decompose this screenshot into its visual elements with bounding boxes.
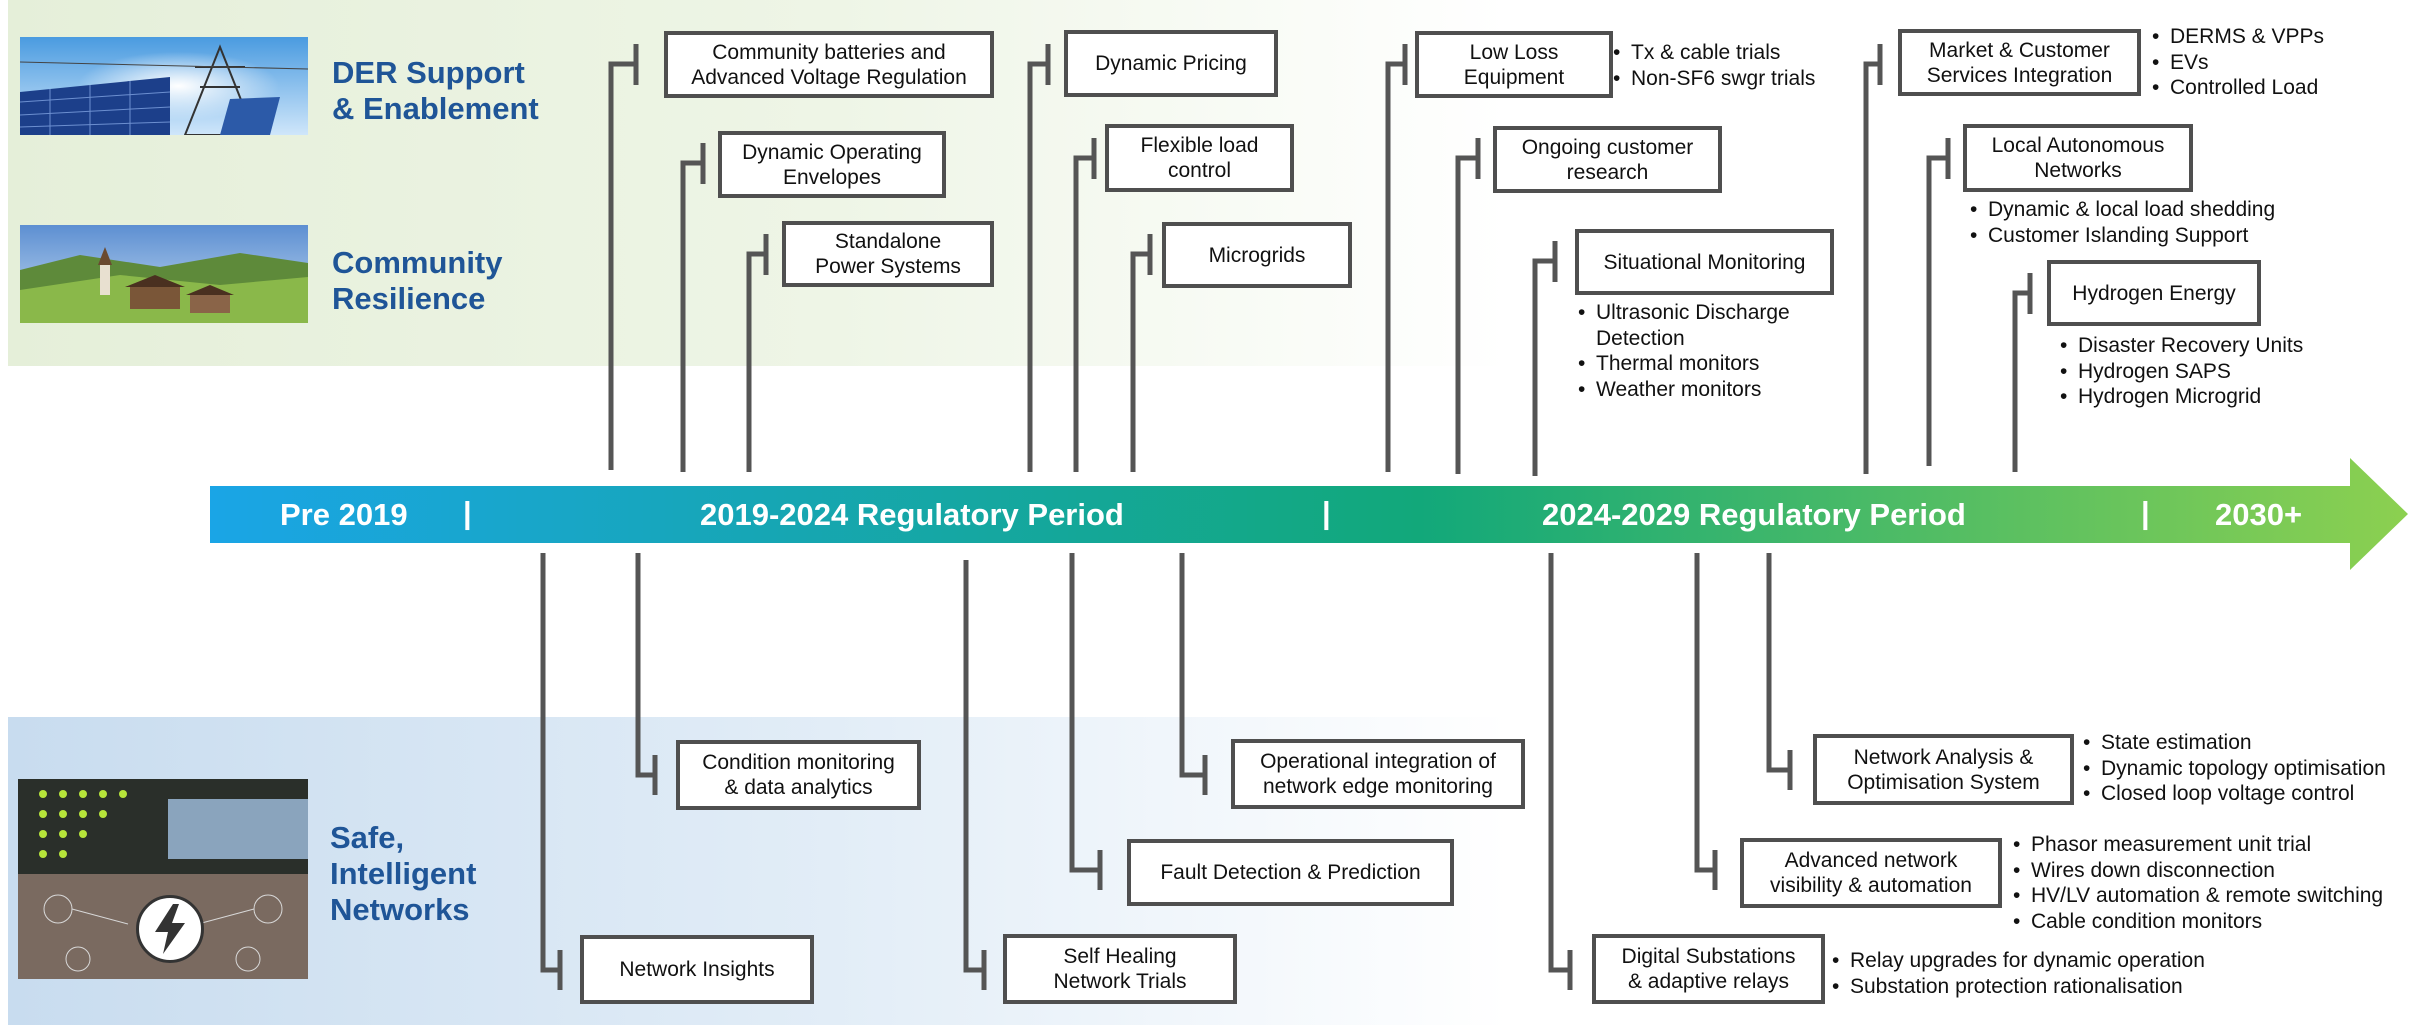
- box-advanced-network-visibility: Advanced network visibility & automation: [1740, 838, 2002, 908]
- box-fault-detection-prediction: Fault Detection & Prediction: [1127, 839, 1454, 906]
- bullets-digital-substations: Relay upgrades for dynamic operation Sub…: [1832, 948, 2205, 999]
- timeline-2030-plus: 2030+: [2215, 497, 2303, 532]
- timeline-separator: |: [463, 495, 472, 530]
- bullets-low-loss: Tx & cable trials Non-SF6 swgr trials: [1613, 40, 1815, 91]
- connector-dynamic-pricing: [1027, 61, 1048, 472]
- connector-advanced-visibility: [1694, 553, 1715, 873]
- connector-lan: [1926, 155, 1948, 466]
- box-operational-integration: Operational integration of network edge …: [1231, 739, 1525, 809]
- bullet-item: Hydrogen Microgrid: [2060, 384, 2303, 410]
- timeline-arrow: [210, 458, 2408, 570]
- connector-market: [1863, 61, 1880, 474]
- bullets-situational: Ultrasonic Discharge Detection Thermal m…: [1578, 300, 1790, 402]
- bullet-item: DERMS & VPPs: [2152, 24, 2324, 50]
- safe-networks-photo: [18, 779, 308, 979]
- box-market-customer-services: Market & Customer Services Integration: [1898, 29, 2141, 96]
- category-community-title: Community Resilience: [332, 245, 503, 316]
- bullet-item: Tx & cable trials: [1613, 40, 1815, 66]
- connector-community-batteries: [608, 61, 636, 470]
- box-flexible-load-control: Flexible load control: [1105, 124, 1294, 192]
- connector-digital-substations: [1548, 553, 1570, 973]
- timeline-separator: |: [2141, 495, 2150, 530]
- connector-hydrogen: [2012, 290, 2030, 472]
- box-microgrids: Microgrids: [1162, 222, 1352, 288]
- bullets-network-analysis: State estimation Dynamic topology optimi…: [2083, 730, 2386, 807]
- box-local-autonomous-networks: Local Autonomous Networks: [1963, 124, 2193, 192]
- connector-saps: [746, 251, 766, 472]
- bullet-item: Cable condition monitors: [2013, 909, 2383, 935]
- category-der-title: DER Support & Enablement: [332, 55, 539, 126]
- connector-network-insights: [540, 553, 560, 973]
- lightning-bolt-icon: [136, 895, 204, 963]
- bullets-advanced-visibility: Phasor measurement unit trial Wires down…: [2013, 832, 2383, 934]
- box-digital-substations: Digital Substations & adaptive relays: [1592, 934, 1825, 1004]
- bullet-item: Phasor measurement unit trial: [2013, 832, 2383, 858]
- bullet-item: Dynamic topology optimisation: [2083, 756, 2386, 782]
- connector-situational: [1532, 258, 1555, 476]
- community-photo: [20, 225, 308, 323]
- bullets-hydrogen: Disaster Recovery Units Hydrogen SAPS Hy…: [2060, 333, 2303, 410]
- box-community-batteries: Community batteries and Advanced Voltage…: [664, 31, 994, 98]
- box-self-healing-network-trials: Self Healing Network Trials: [1003, 934, 1237, 1004]
- der-photo: [20, 37, 308, 135]
- box-standalone-power-systems: Standalone Power Systems: [782, 221, 994, 287]
- bullet-item: Controlled Load: [2152, 75, 2324, 101]
- timeline-period-2024-2029: 2024-2029 Regulatory Period: [1542, 497, 1966, 532]
- bullet-item: Non-SF6 swgr trials: [1613, 66, 1815, 92]
- bullets-market: DERMS & VPPs EVs Controlled Load: [2152, 24, 2324, 101]
- connector-microgrids: [1130, 251, 1150, 472]
- timeline-separator: |: [1322, 495, 1331, 530]
- connector-fault-detection: [1069, 553, 1100, 873]
- bullet-item: Closed loop voltage control: [2083, 781, 2386, 807]
- connector-self-healing: [963, 560, 984, 973]
- connector-network-analysis: [1766, 553, 1790, 773]
- box-network-insights: Network Insights: [580, 935, 814, 1004]
- bullet-item: Substation protection rationalisation: [1832, 974, 2205, 1000]
- box-condition-monitoring: Condition monitoring & data analytics: [676, 740, 921, 810]
- box-network-analysis-optimisation: Network Analysis & Optimisation System: [1813, 734, 2074, 805]
- box-dynamic-pricing: Dynamic Pricing: [1064, 30, 1278, 97]
- bullet-item: Ultrasonic Discharge Detection: [1578, 300, 1790, 351]
- box-situational-monitoring: Situational Monitoring: [1575, 229, 1834, 295]
- connector-condition-monitoring: [635, 553, 655, 778]
- bullet-item: HV/LV automation & remote switching: [2013, 883, 2383, 909]
- bullet-item: EVs: [2152, 50, 2324, 76]
- bullet-item: State estimation: [2083, 730, 2386, 756]
- bullet-item: Hydrogen SAPS: [2060, 359, 2303, 385]
- connector-customer-research: [1455, 155, 1478, 474]
- connector-doe: [680, 160, 703, 472]
- bullets-lan: Dynamic & local load shedding Customer I…: [1970, 197, 2275, 248]
- box-ongoing-customer-research: Ongoing customer research: [1493, 126, 1722, 193]
- bullet-item: Thermal monitors: [1578, 351, 1790, 377]
- connector-operational-integration: [1179, 553, 1205, 778]
- box-hydrogen-energy: Hydrogen Energy: [2047, 260, 2261, 326]
- timeline-pre-2019: Pre 2019: [280, 497, 408, 532]
- bullet-item: Customer Islanding Support: [1970, 223, 2275, 249]
- bullet-item: Disaster Recovery Units: [2060, 333, 2303, 359]
- bullet-item: Dynamic & local load shedding: [1970, 197, 2275, 223]
- connector-low-loss: [1385, 61, 1405, 472]
- connector-flexible-load: [1073, 155, 1094, 472]
- category-safe-title: Safe, Intelligent Networks: [330, 820, 477, 927]
- box-dynamic-operating-envelopes: Dynamic Operating Envelopes: [718, 131, 946, 198]
- timeline-period-2019-2024: 2019-2024 Regulatory Period: [700, 497, 1124, 532]
- bullet-item: Relay upgrades for dynamic operation: [1832, 948, 2205, 974]
- bullet-item: Wires down disconnection: [2013, 858, 2383, 884]
- bullet-item: Weather monitors: [1578, 377, 1790, 403]
- box-low-loss-equipment: Low Loss Equipment: [1415, 31, 1613, 98]
